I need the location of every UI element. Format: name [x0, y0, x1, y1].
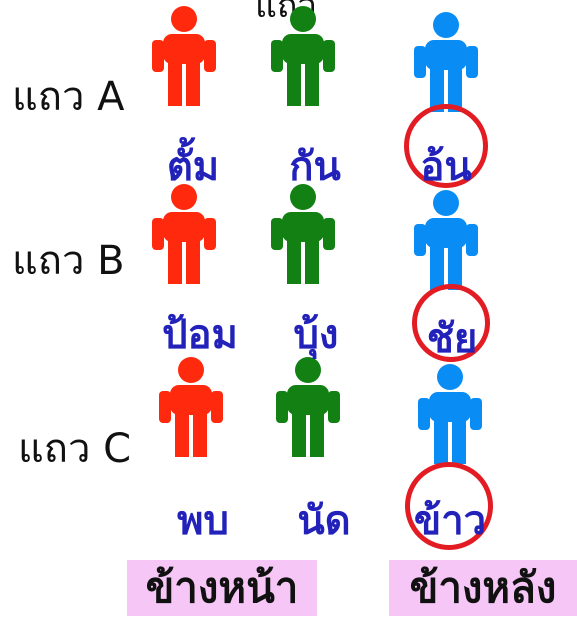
highlight-circle-row-c [405, 462, 493, 550]
row-label-a: แถว A [12, 74, 125, 120]
name-row-b-front: ป้อม [162, 312, 238, 358]
person-icon-row-a-back [414, 12, 478, 112]
highlight-circle-row-b [412, 284, 490, 362]
name-row-b-middle: บุ้ง [293, 312, 339, 358]
person-icon-row-a-middle [271, 6, 335, 106]
person-icon-row-b-back [414, 190, 478, 290]
person-icon-row-c-front [159, 357, 223, 457]
name-row-a-back: อ้น [420, 144, 472, 190]
person-icon-row-b-front [152, 184, 216, 284]
name-row-a-middle: กัน [289, 144, 341, 190]
name-row-c-back: ข้าว [413, 498, 487, 544]
back-position-label: ข้างหลัง [389, 560, 577, 616]
name-row-a-front: ตั้ม [166, 144, 220, 190]
name-row-b-back: ชัย [426, 316, 478, 362]
name-row-c-middle: นัด [297, 498, 351, 544]
person-icon-row-a-front [152, 6, 216, 106]
name-row-c-front: พบ [177, 498, 229, 544]
row-label-c: แถว C [18, 426, 132, 472]
row-label-b: แถว B [12, 238, 125, 284]
person-icon-row-c-back [418, 364, 482, 464]
highlight-circle-row-a [404, 104, 488, 188]
front-position-label: ข้างหน้า [127, 560, 317, 616]
person-icon-row-c-middle [276, 357, 340, 457]
person-icon-row-b-middle [271, 184, 335, 284]
